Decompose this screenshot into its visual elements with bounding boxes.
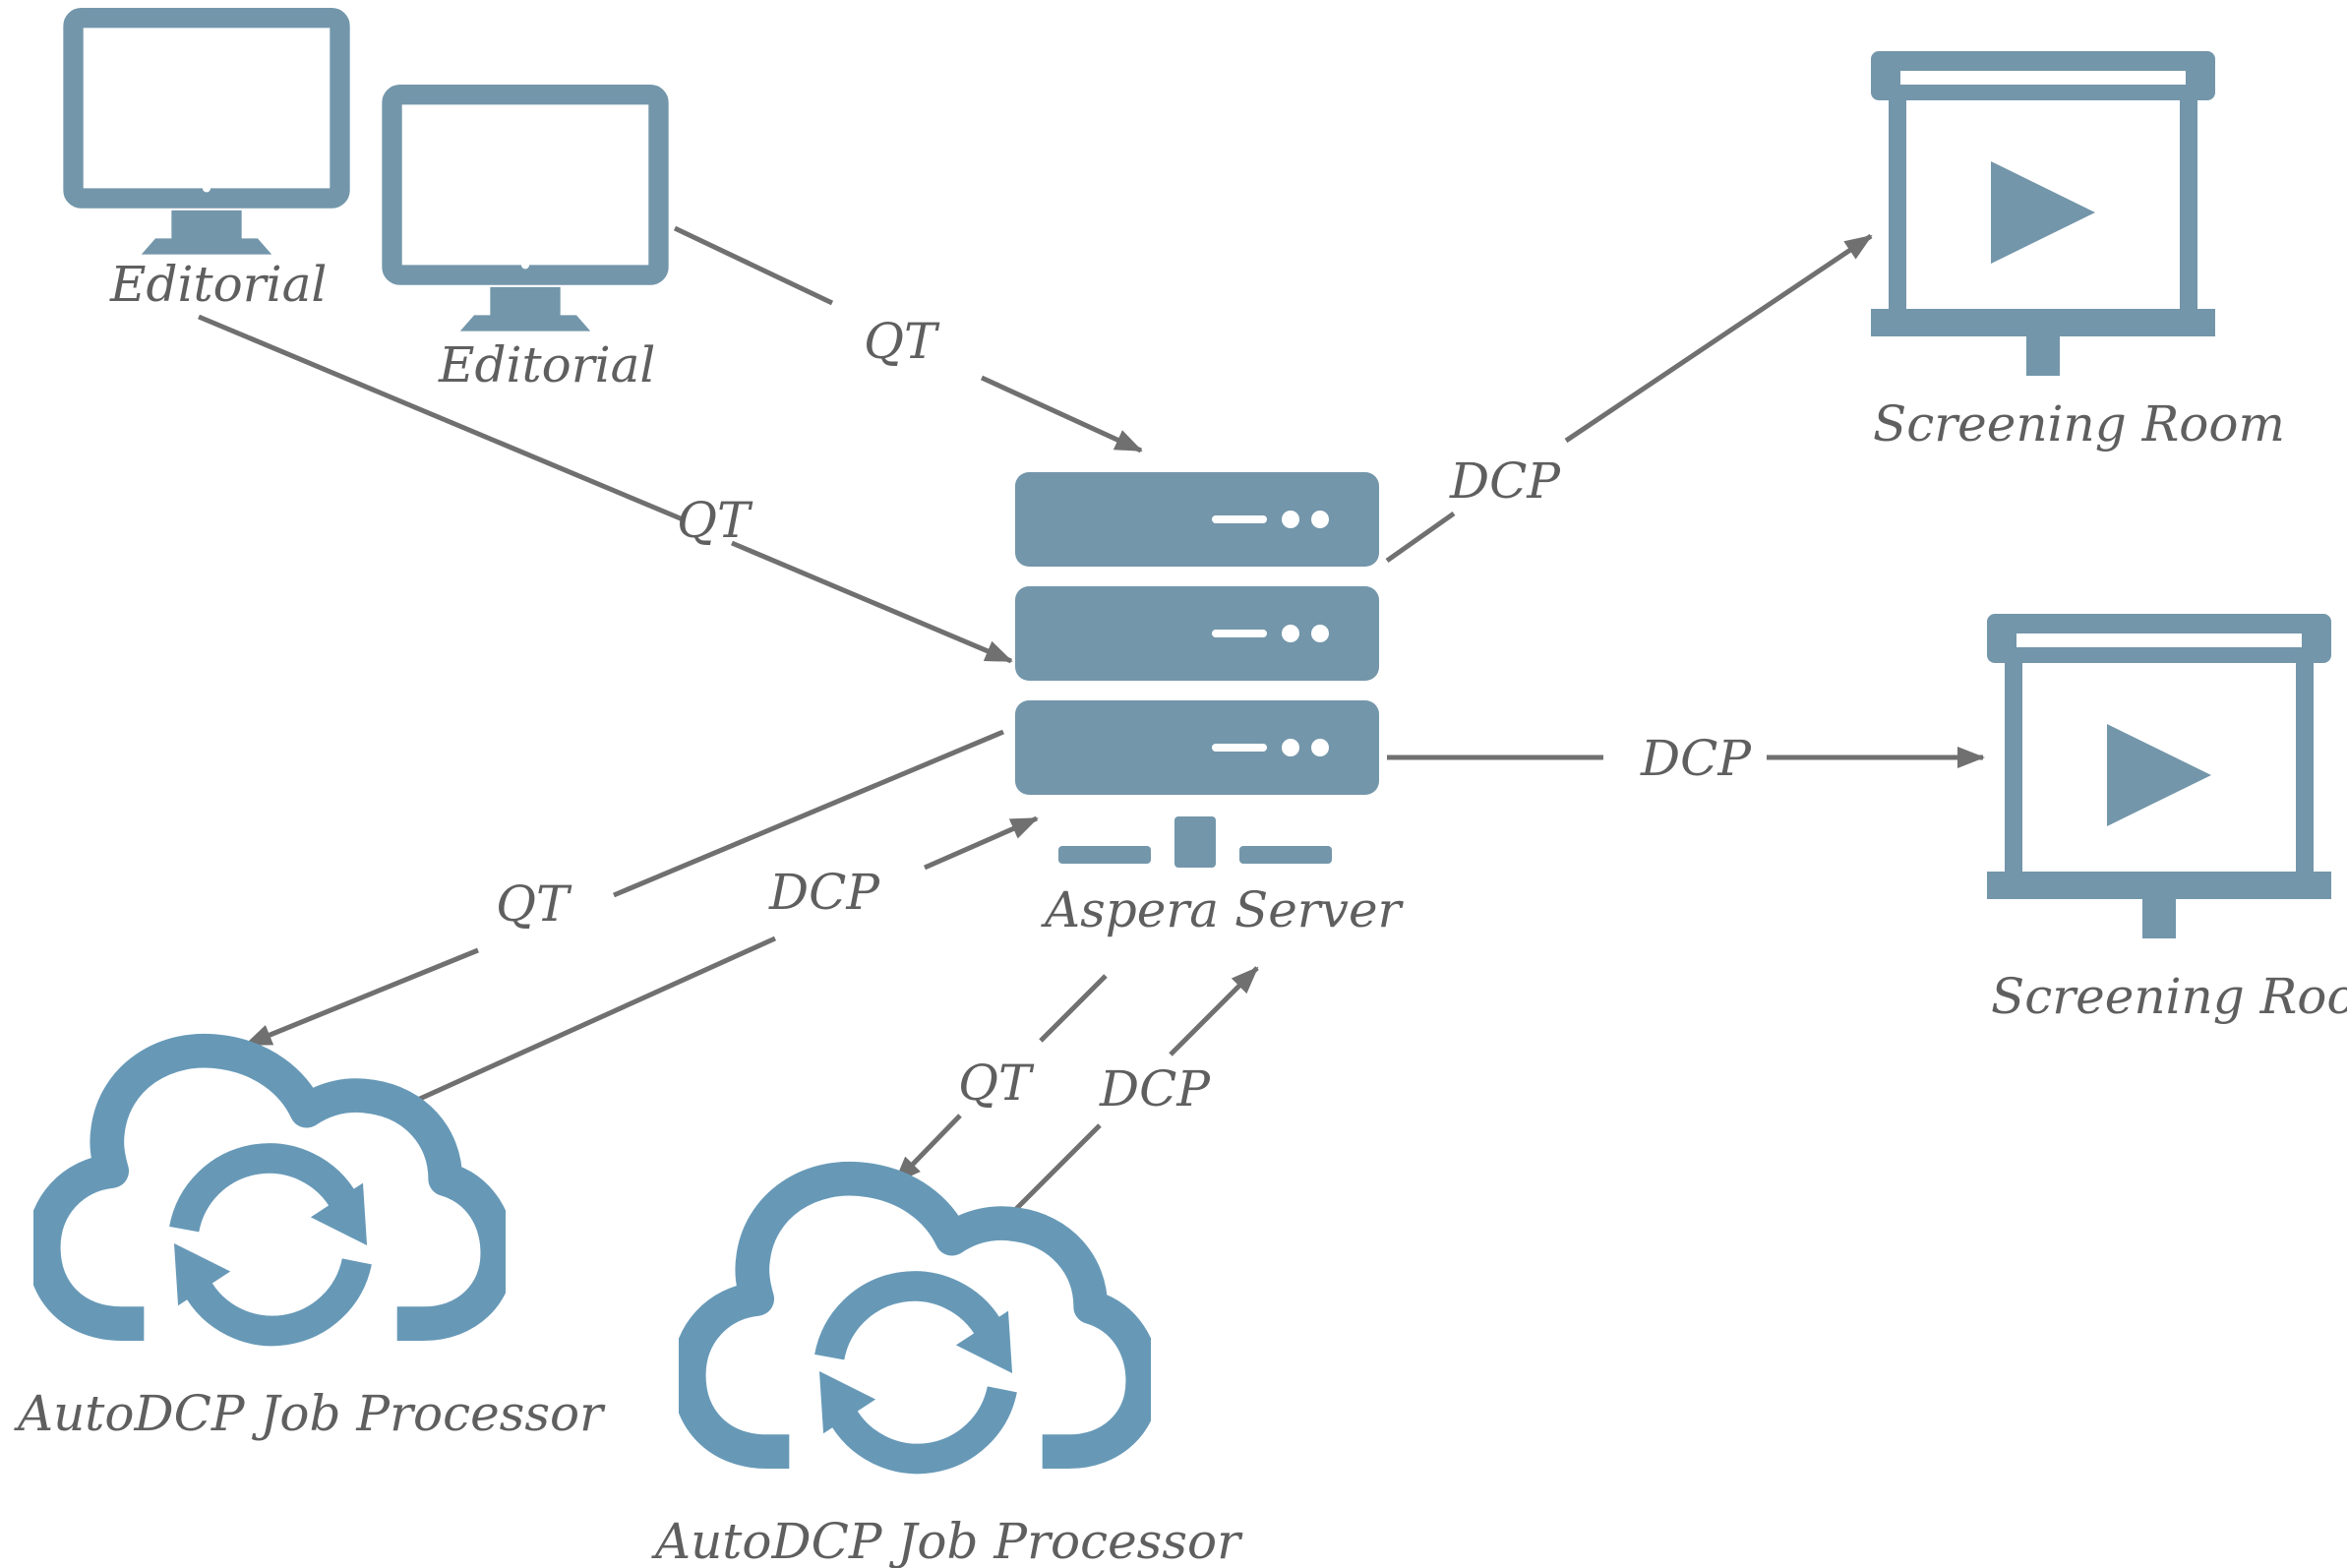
node-job-processor-1: AutoDCP Job Processor (14, 1051, 606, 1442)
edge-server-processor1-b (244, 947, 479, 1048)
node-aspera-server: Aspera Server (1015, 472, 1405, 938)
edge-label-server-screening1: DCP (1449, 452, 1561, 510)
monitor-icon (74, 18, 340, 254)
node-screening-room-2: Screening Room (1987, 614, 2347, 1025)
edge-label-server-processor1: QT (496, 875, 572, 933)
projection-screen-icon (1987, 614, 2331, 938)
edge-labels: QT QT DCP DCP QT DCP QT DCP (496, 313, 1752, 1117)
edge-server-processor2-b (893, 1114, 962, 1184)
edge-server-processor2-a (1039, 974, 1108, 1043)
edge-label-editorial2-server: QT (864, 313, 940, 370)
edge-label-server-processor2: QT (958, 1055, 1035, 1112)
node-label-editorial-2: Editorial (438, 336, 655, 393)
edges (198, 225, 1985, 1226)
edge-processor2-server-b (1169, 966, 1259, 1056)
edge-processor2-server-a (999, 1123, 1102, 1226)
node-editorial-2: Editorial (392, 94, 659, 393)
node-label-job-processor-1: AutoDCP Job Processor (14, 1385, 606, 1442)
edge-server-screening1-b (1564, 233, 1873, 444)
node-label-job-processor-2: AutoDCP Job Processor (651, 1513, 1243, 1568)
edge-processor1-server-b (923, 815, 1039, 871)
node-job-processor-2: AutoDCP Job Processor (651, 1178, 1243, 1568)
node-label-editorial-1: Editorial (109, 256, 327, 313)
server-rack-icon (1015, 472, 1379, 868)
cloud-sync-icon (689, 1178, 1143, 1459)
monitor-icon (392, 94, 659, 331)
node-label-screening-room-1: Screening Room (1873, 395, 2285, 452)
projection-screen-icon (1871, 51, 2215, 376)
edge-server-processor1-a (613, 729, 1004, 898)
edge-server-screening1-a (1385, 511, 1456, 564)
node-label-aspera-server: Aspera Server (1041, 881, 1405, 938)
edge-editorial1-server-a (198, 314, 684, 522)
edge-label-processor2-server: DCP (1099, 1060, 1211, 1117)
edge-processor1-server-a (390, 935, 777, 1115)
edge-label-processor1-server: DCP (768, 864, 880, 921)
edge-editorial1-server-b (731, 540, 1013, 664)
edge-label-editorial1-server: QT (677, 492, 753, 549)
node-label-screening-room-2: Screening Room (1991, 968, 2347, 1025)
node-editorial-1: Editorial (74, 18, 340, 313)
edge-editorial2-server-b (980, 375, 1143, 453)
edge-label-server-screening2: DCP (1640, 730, 1752, 787)
edge-editorial2-server-a (673, 225, 834, 306)
node-screening-room-1: Screening Room (1871, 51, 2285, 452)
